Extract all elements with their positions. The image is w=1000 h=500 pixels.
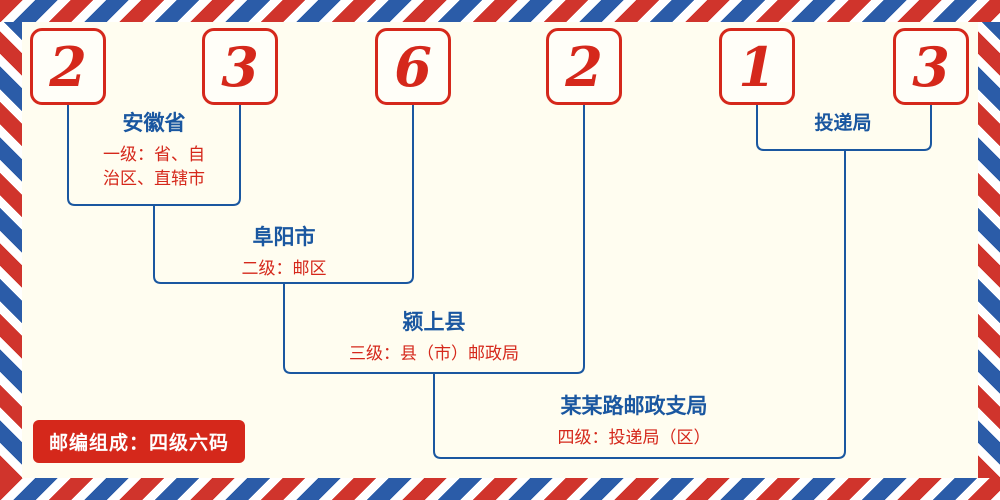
- airmail-border-right: [978, 22, 1000, 478]
- postal-digit-box-5: 1: [719, 28, 795, 105]
- level3-annotation: 颍上县 三级：县（市）邮政局: [284, 311, 584, 366]
- postal-digit-3: 6: [394, 34, 432, 99]
- postal-digit-5: 1: [738, 34, 776, 99]
- level2-annotation: 阜阳市 二级：邮区: [184, 226, 384, 281]
- level1-desc-line2: 治区、直辖市: [103, 169, 205, 188]
- level4-place: 某某路邮政支局: [560, 395, 708, 418]
- level1-annotation: 安徽省 一级：省、自 治区、直辖市: [59, 112, 249, 191]
- level2-desc: 二级：邮区: [241, 259, 327, 278]
- level1-place: 安徽省: [122, 112, 186, 135]
- postal-digit-box-4: 2: [546, 28, 622, 105]
- composition-badge: 邮编组成：四级六码: [33, 420, 246, 463]
- postal-digit-box-6: 3: [893, 28, 969, 105]
- level3-place: 颍上县: [402, 311, 466, 334]
- postal-digit-6: 3: [912, 34, 950, 99]
- delivery-office-label: 投递局: [814, 113, 872, 134]
- airmail-border-left: [0, 22, 22, 478]
- level3-desc: 三级：县（市）邮政局: [349, 344, 519, 363]
- postal-digit-box-3: 6: [375, 28, 451, 105]
- level4-desc: 四级：投递局（区）: [557, 428, 711, 447]
- airmail-border-top: [0, 0, 1000, 22]
- level2-place: 阜阳市: [252, 226, 316, 249]
- postal-digit-4: 2: [565, 34, 603, 99]
- postal-digit-1: 2: [49, 34, 87, 99]
- airmail-border-bottom: [0, 478, 1000, 500]
- postal-digit-2: 3: [221, 34, 259, 99]
- level1-desc-line1: 一级：省、自: [103, 145, 205, 164]
- postal-digit-box-2: 3: [202, 28, 278, 105]
- level4-annotation: 某某路邮政支局 四级：投递局（区）: [474, 395, 794, 450]
- postal-digit-box-1: 2: [30, 28, 106, 105]
